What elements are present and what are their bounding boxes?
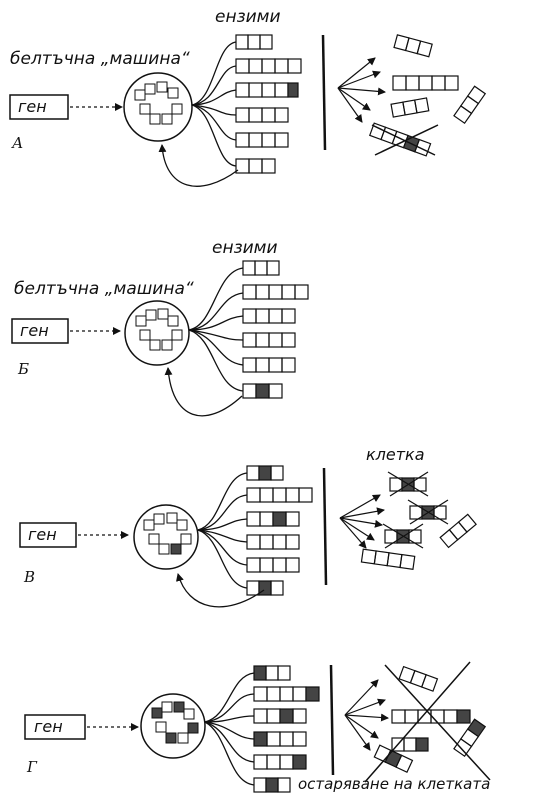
enzyme-row-a6 (235, 158, 276, 174)
feedback-arrow-b (164, 367, 243, 417)
enzyme-row-b6 (242, 383, 283, 399)
scatter-arrows-c (339, 494, 385, 549)
enzyme-row-a4 (235, 107, 289, 123)
scatter-arrows-a (337, 57, 386, 123)
svg-text:ген: ген (20, 321, 49, 340)
enzyme-row-b1 (242, 260, 280, 276)
enzyme-row-a3 (235, 82, 299, 98)
membrane-line-a (321, 34, 327, 151)
feedback-arrow-a (158, 144, 239, 187)
released-enzymes-a (368, 34, 487, 157)
released-enzymes-c (360, 471, 477, 570)
svg-text:ген: ген (18, 97, 47, 116)
panel-letter-d: Г (26, 758, 38, 776)
protein-machine-label-a: белтъчна „машина“ (10, 49, 190, 69)
enzyme-row-c6 (246, 580, 284, 596)
enzyme-row-d1 (253, 665, 291, 681)
panel-letter-c: В (23, 568, 35, 586)
membrane-line-d (329, 664, 335, 776)
enzyme-row-c5 (246, 557, 300, 573)
enzyme-row-c2 (246, 487, 313, 503)
cell-aging-label-d: остаряване на клетката (298, 775, 490, 793)
branch-lines-c (197, 472, 248, 589)
enzyme-row-b5 (242, 357, 296, 373)
enzyme-row-d2 (253, 686, 320, 702)
enzyme-row-d6 (253, 777, 291, 793)
enzyme-row-a1 (235, 34, 273, 50)
scatter-arrows-d (344, 679, 389, 751)
enzymes-label-a: ензими (215, 7, 281, 27)
panel-letter-a: А (11, 134, 23, 152)
protein-machine-circle-a (123, 72, 193, 142)
cross-out-lines-d (364, 661, 491, 783)
enzyme-row-a5 (235, 132, 289, 148)
enzyme-row-d3 (253, 708, 307, 724)
branch-lines-a (191, 41, 237, 167)
svg-text:ген: ген (34, 717, 63, 736)
enzyme-row-c1 (246, 465, 284, 481)
panel-a: ензими белтъчна „машина“ ген (9, 7, 487, 187)
gene-box-b: ген (11, 318, 69, 344)
protein-machine-label-b: белтъчна „машина“ (14, 279, 194, 299)
gene-box-c: ген (19, 522, 77, 548)
feedback-arrow-c (176, 573, 265, 608)
panel-d: ген (24, 661, 491, 793)
enzyme-row-b2 (242, 284, 309, 300)
enzyme-row-d5 (253, 754, 307, 770)
panel-letter-b: Б (17, 360, 29, 378)
branch-lines-b (188, 267, 244, 392)
panel-b: ензими белтъчна „машина“ ген (11, 238, 309, 417)
gene-box-a: ген (9, 94, 69, 120)
panel-c: клетка ген (19, 445, 477, 608)
enzyme-row-a2 (235, 58, 302, 74)
protein-machine-circle-c (133, 504, 199, 570)
membrane-line-c (322, 467, 328, 586)
enzyme-row-d4 (253, 731, 307, 747)
branch-lines-d (204, 672, 255, 786)
enzyme-row-b4 (242, 332, 296, 348)
enzyme-row-c4 (246, 534, 300, 550)
protein-machine-circle-d (140, 693, 206, 759)
cell-label-c: клетка (366, 445, 425, 464)
enzyme-row-b3 (242, 308, 296, 324)
enzyme-row-c3 (246, 511, 300, 527)
gene-box-d: ген (24, 714, 86, 740)
protein-machine-circle-b (124, 300, 190, 366)
svg-text:ген: ген (28, 525, 57, 544)
enzymes-label-b: ензими (212, 238, 278, 258)
